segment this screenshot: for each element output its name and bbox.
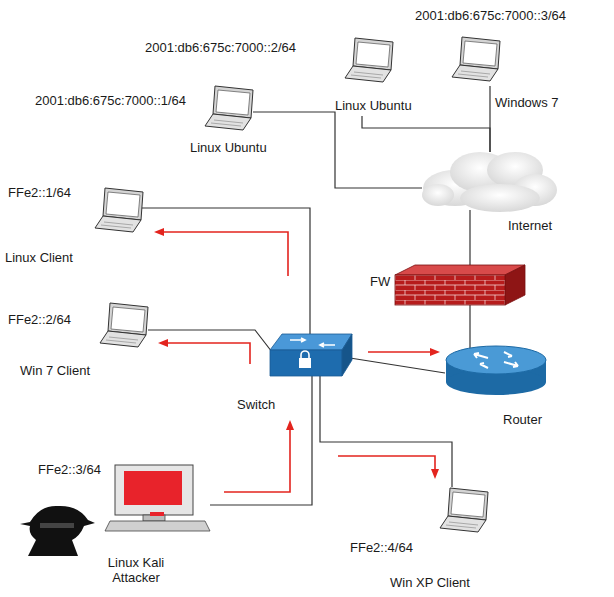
network-device: FW bbox=[370, 262, 527, 308]
device-label: Windows 7 bbox=[495, 95, 559, 110]
network-link bbox=[210, 376, 312, 505]
laptop-icon bbox=[100, 303, 148, 347]
network-device: Internet bbox=[418, 148, 574, 235]
network-link bbox=[489, 86, 490, 152]
node-label: Internet bbox=[508, 218, 552, 233]
node-label: Switch bbox=[237, 397, 275, 412]
switch-icon bbox=[270, 334, 352, 376]
network-device: FFe2::3/64Linux Kali Attacker bbox=[18, 460, 215, 594]
device-label: Win XP Client bbox=[390, 575, 470, 590]
address-label: 2001:db6:675c:7000::3/64 bbox=[415, 8, 566, 23]
network-device: FFe2::4/64Win XP Client bbox=[348, 483, 505, 594]
hacker-silhouette bbox=[20, 506, 95, 556]
network-link bbox=[469, 305, 470, 351]
address-label: 2001:db6:675c:7000::1/64 bbox=[35, 93, 186, 108]
network-device: Switch bbox=[235, 333, 355, 415]
network-link bbox=[469, 210, 470, 265]
network-link bbox=[350, 358, 445, 373]
router-icon bbox=[446, 346, 546, 395]
address-label: FFe2::2/64 bbox=[8, 312, 71, 327]
device-label: Linux Ubuntu bbox=[335, 98, 412, 113]
laptop-icon bbox=[95, 188, 143, 232]
address-label: 2001:db6:675c:7000::2/64 bbox=[145, 40, 296, 55]
laptop-icon bbox=[345, 38, 393, 82]
network-link bbox=[253, 112, 422, 188]
internet-cloud bbox=[422, 152, 557, 212]
address-label: FFe2::4/64 bbox=[350, 540, 413, 555]
device-label: Win 7 Client bbox=[20, 363, 90, 378]
laptop-icon bbox=[452, 37, 500, 81]
network-device: FFe2::1/64Linux Client bbox=[4, 183, 144, 268]
node-label: FW bbox=[370, 274, 390, 289]
attack-flow-arrow bbox=[154, 228, 440, 492]
network-link bbox=[148, 330, 272, 352]
network-link bbox=[362, 116, 490, 152]
device-label: Linux Client bbox=[5, 250, 73, 265]
node-label: Router bbox=[503, 412, 542, 427]
laptop-icon bbox=[205, 86, 253, 130]
network-device: Router bbox=[443, 343, 561, 430]
address-label: FFe2::1/64 bbox=[8, 185, 71, 200]
network-device: FFe2::2/64Win 7 Client bbox=[6, 300, 152, 380]
network-link bbox=[320, 376, 452, 487]
network-device: 2001:db6:675c:7000::1/64Linux Ubuntu bbox=[33, 84, 293, 158]
device-label: Linux Ubuntu bbox=[190, 140, 267, 155]
firewall-icon bbox=[395, 265, 525, 305]
network-device: 2001:db6:675c:7000::3/64Windows 7 bbox=[413, 6, 603, 114]
device-label: Linux Kali Attacker bbox=[91, 555, 181, 585]
attacker-computer bbox=[105, 465, 210, 531]
network-link bbox=[141, 208, 310, 337]
address-label: FFe2::3/64 bbox=[38, 462, 101, 477]
laptop-icon bbox=[440, 488, 488, 532]
